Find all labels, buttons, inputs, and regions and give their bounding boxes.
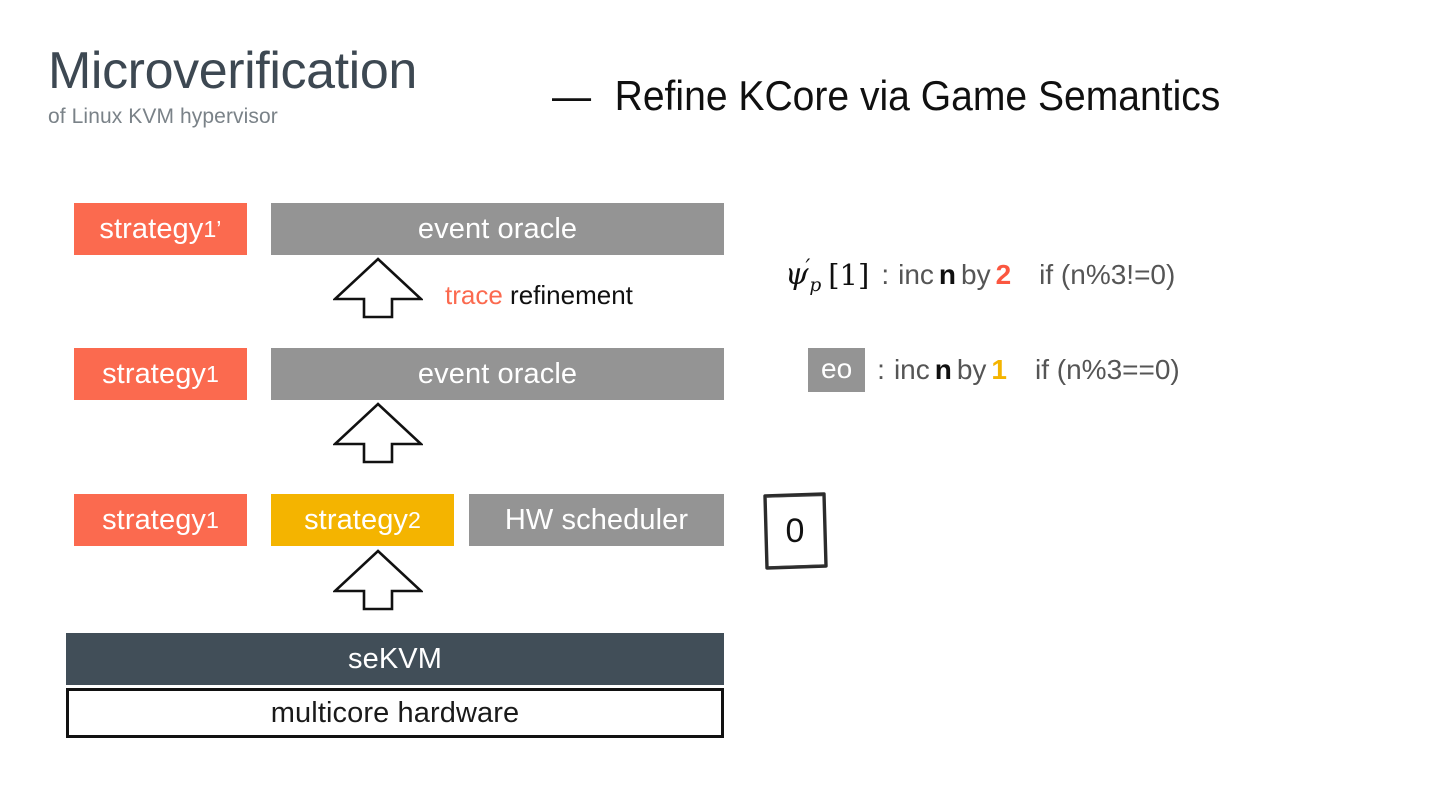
psi-subscript: p bbox=[809, 275, 822, 296]
psi-prime: ′ bbox=[805, 255, 811, 279]
psi-symbol: ψ′p bbox=[785, 255, 827, 296]
counter-box-outline-icon bbox=[763, 492, 828, 570]
formula-variable: n bbox=[938, 258, 956, 290]
formula-condition: if (n%3!=0) bbox=[1039, 258, 1176, 290]
formula-condition: if (n%3==0) bbox=[1035, 354, 1180, 385]
formula-variable: n bbox=[934, 354, 952, 385]
page-subtitle: of Linux KVM hypervisor bbox=[48, 105, 278, 128]
box-sekvm[interactable]: seKVM bbox=[66, 633, 724, 685]
box-label: strategy bbox=[99, 212, 204, 245]
box-label: multicore hardware bbox=[270, 696, 520, 729]
slide-header: Microverification of Linux KVM hyperviso… bbox=[0, 0, 1440, 175]
box-event-oracle-middle[interactable]: event oracle bbox=[271, 348, 724, 400]
trace-rest-word: refinement bbox=[510, 280, 633, 310]
title-block: Microverification of Linux KVM hyperviso… bbox=[48, 45, 417, 129]
refinement-arrow-middle-icon bbox=[333, 402, 423, 464]
box-label-prime: ’ bbox=[216, 215, 222, 242]
box-label-index: 1 bbox=[203, 215, 217, 242]
headline-dash: — bbox=[552, 72, 593, 119]
box-label: strategy bbox=[304, 503, 409, 536]
eo-badge[interactable]: eo bbox=[808, 348, 866, 392]
formula-colon: : bbox=[877, 354, 885, 385]
counter-box: 0 bbox=[760, 490, 830, 572]
box-label: strategy bbox=[102, 357, 207, 390]
box-label: seKVM bbox=[348, 642, 442, 675]
semantics-panel: ψ′p [1] : inc n by 2 if (n%3!=0) eo : in… bbox=[760, 175, 1440, 775]
formula-action: inc bbox=[898, 258, 934, 290]
formula-psi-prime: ψ′p [1] : inc n by 2 if (n%3!=0) bbox=[785, 255, 1176, 296]
refinement-arrow-bottom-icon bbox=[333, 549, 423, 611]
counter-value: 0 bbox=[785, 511, 805, 550]
box-hw-scheduler[interactable]: HW scheduler bbox=[469, 494, 724, 546]
box-label-index: 1 bbox=[206, 360, 219, 387]
headline-text: Refine KCore via Game Semantics bbox=[614, 72, 1221, 119]
trace-refinement-label: trace refinement bbox=[445, 280, 633, 311]
box-label-index: 1 bbox=[206, 506, 219, 533]
formula-amount: 2 bbox=[995, 258, 1012, 290]
box-label: HW scheduler bbox=[504, 503, 689, 536]
trace-accent-word: trace bbox=[445, 280, 503, 310]
box-label: event oracle bbox=[417, 212, 578, 245]
headline-right: — Refine KCore via Game Semantics bbox=[552, 72, 1220, 120]
formula-colon: : bbox=[881, 258, 890, 290]
formula-by: by bbox=[961, 258, 991, 290]
formula-amount: 1 bbox=[991, 354, 1007, 385]
box-multicore-hardware[interactable]: multicore hardware bbox=[66, 688, 724, 738]
box-event-oracle-top[interactable]: event oracle bbox=[271, 203, 724, 255]
formula-event-oracle: eo : inc n by 1 if (n%3==0) bbox=[808, 348, 1180, 392]
box-label: strategy bbox=[102, 503, 207, 536]
psi-base: ψ bbox=[785, 257, 809, 292]
refinement-arrow-top-icon bbox=[333, 257, 423, 319]
box-label: event oracle bbox=[417, 357, 578, 390]
formula-by: by bbox=[956, 354, 987, 385]
psi-bracket-index: [1] bbox=[828, 257, 870, 292]
formula-action: inc bbox=[893, 354, 930, 385]
box-label-index: 2 bbox=[408, 506, 421, 533]
page-title: Microverification bbox=[48, 42, 417, 100]
